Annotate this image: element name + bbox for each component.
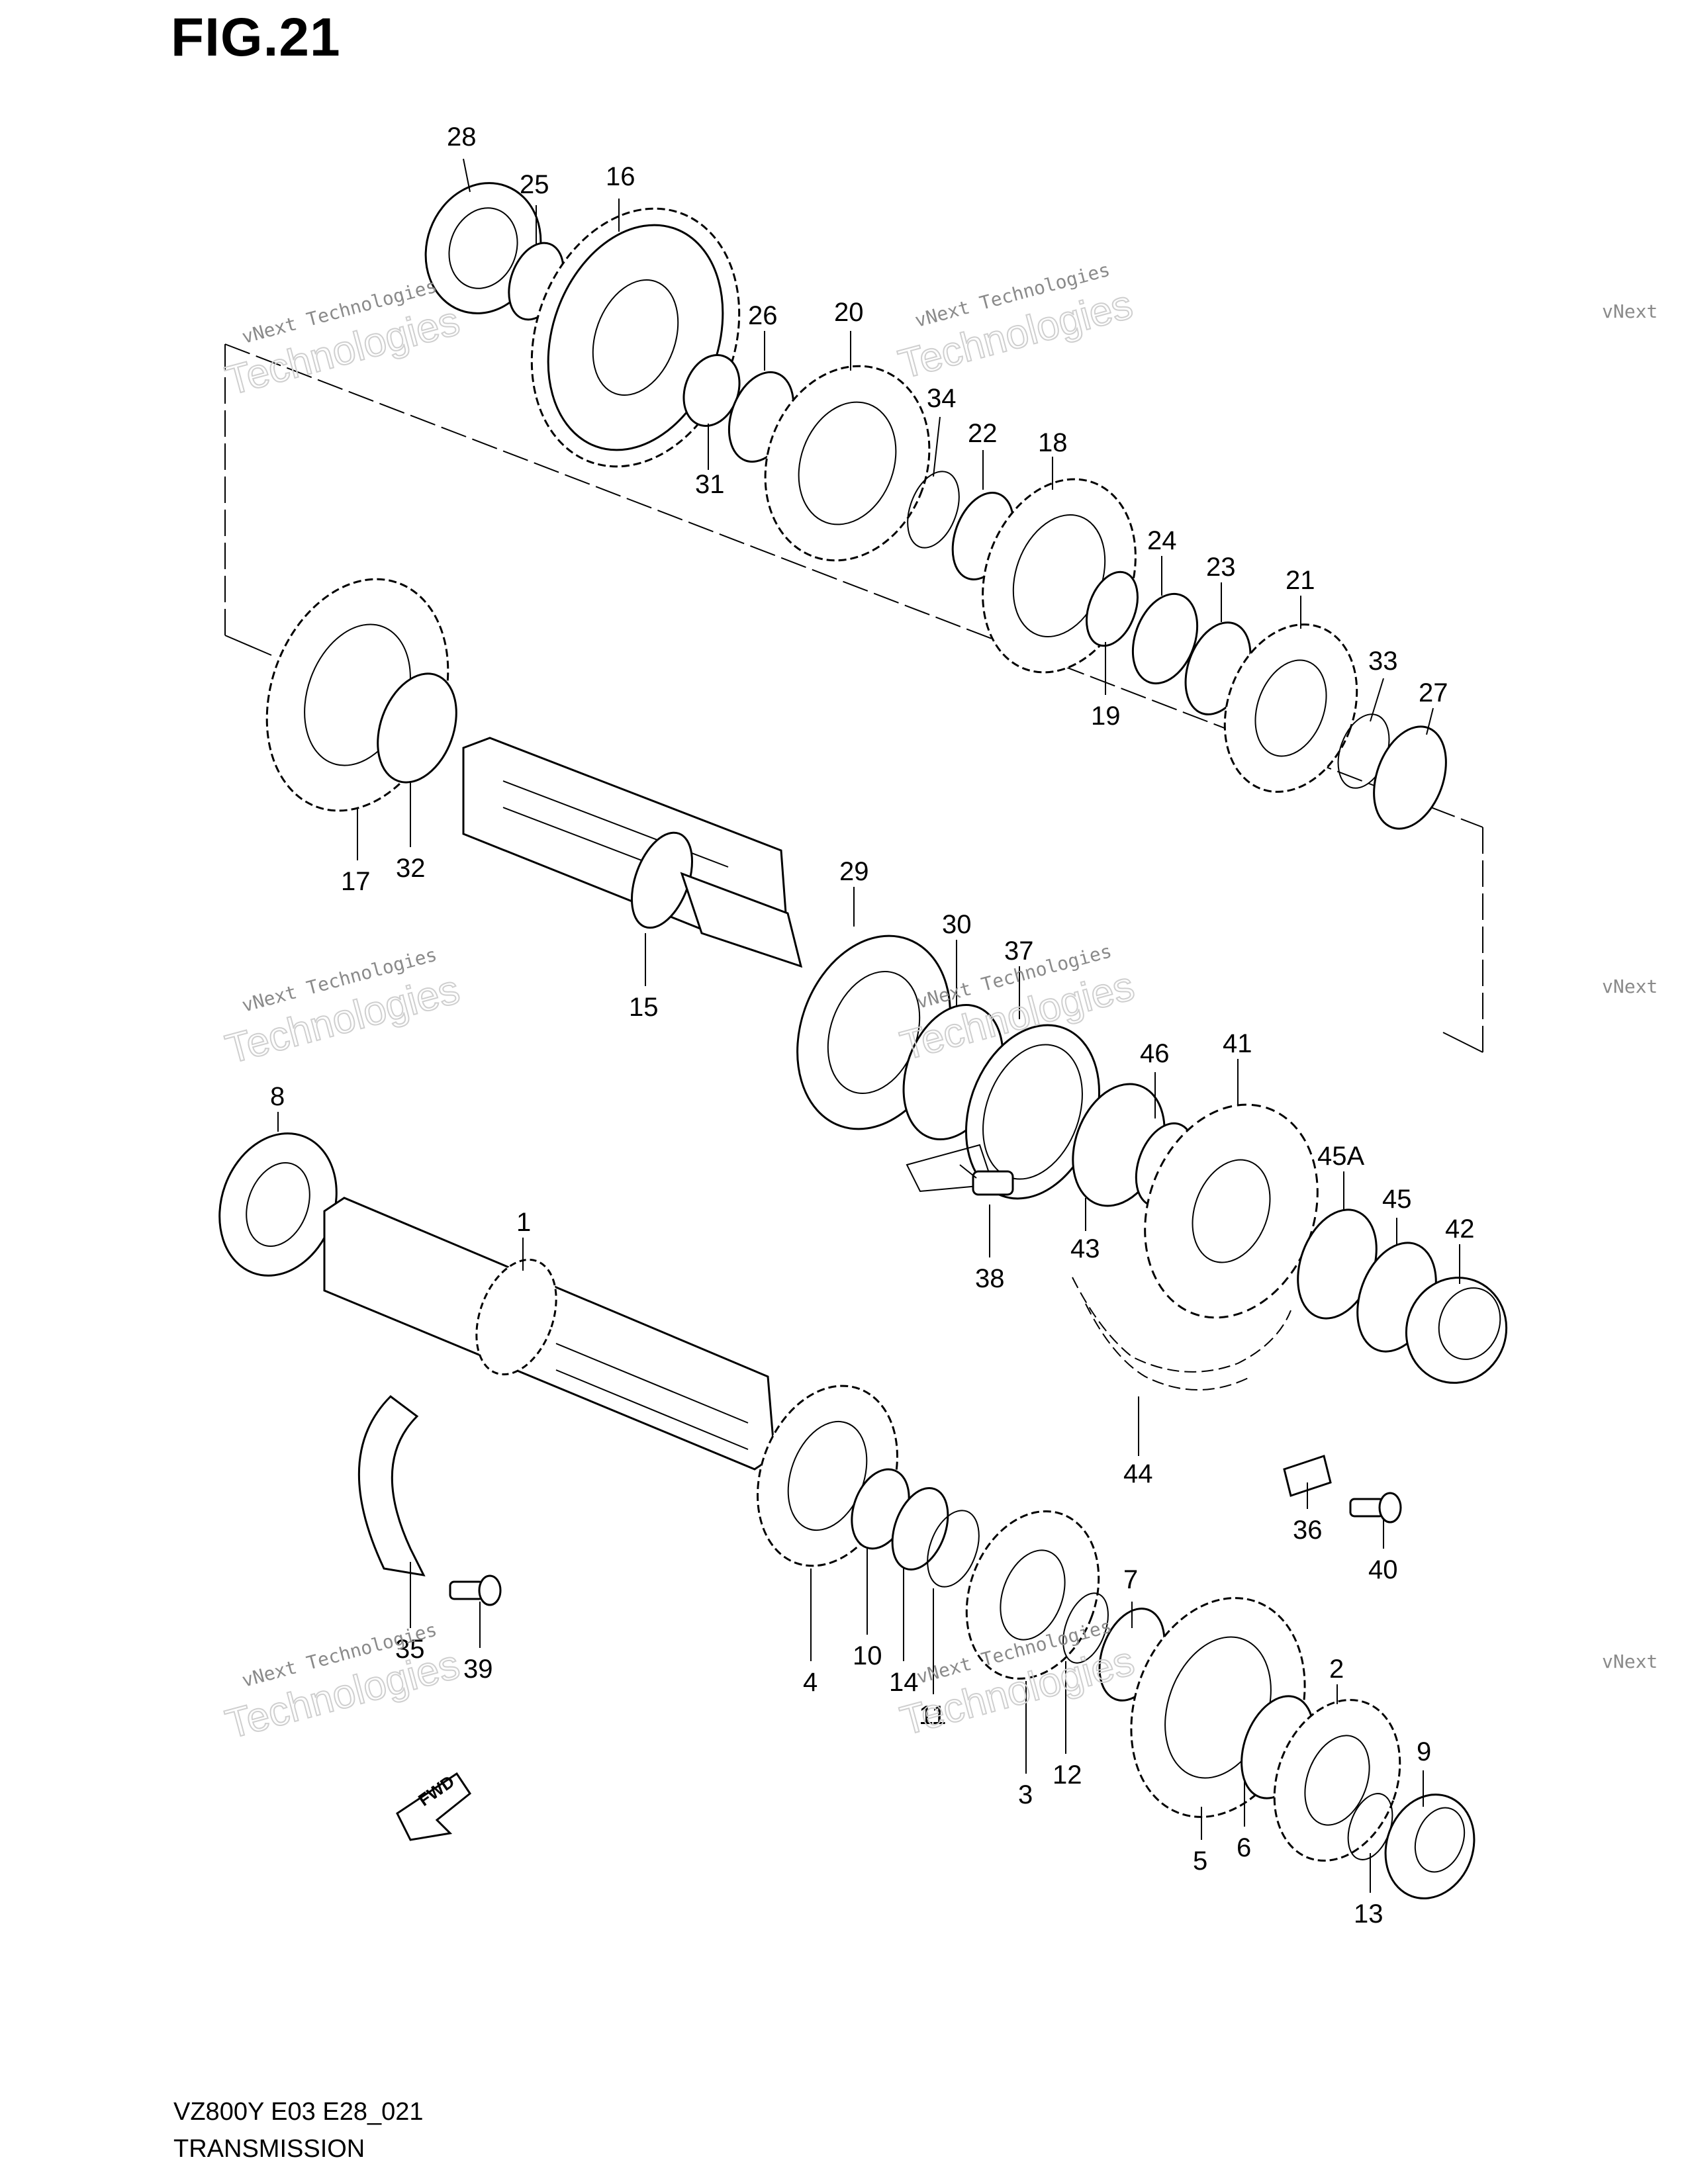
callout-45: 45: [1382, 1185, 1412, 1214]
watermark-corner: vNext: [1602, 300, 1658, 322]
callout-10: 10: [853, 1641, 882, 1670]
callout-14: 14: [889, 1668, 919, 1697]
gear-2: [1273, 1699, 1401, 1862]
driveshaft-1: [323, 1197, 776, 1471]
callout-7: 7: [1123, 1565, 1138, 1594]
callout-41: 41: [1223, 1029, 1252, 1058]
callout-5: 5: [1193, 1846, 1207, 1876]
countershaft-15: [462, 737, 803, 968]
callout-8: 8: [270, 1082, 285, 1111]
callout-1: 1: [516, 1208, 531, 1237]
countershaft-assembly: [265, 578, 803, 968]
footer-model-code: VZ800Y E03 E28_021: [173, 2098, 424, 2126]
chain-44: [1072, 1277, 1291, 1390]
nut-42: [1405, 1277, 1508, 1384]
callout-4: 4: [803, 1668, 818, 1697]
assembly-guide-lines: [224, 343, 1483, 1053]
callout-39: 39: [463, 1655, 493, 1684]
callout-38: 38: [975, 1264, 1005, 1293]
callout-31: 31: [695, 470, 725, 499]
callout-2: 2: [1329, 1655, 1344, 1684]
callout-34: 34: [927, 384, 957, 413]
bolt-38: [959, 1164, 1014, 1196]
callout-16: 16: [606, 162, 635, 191]
callout-9: 9: [1417, 1737, 1431, 1766]
callout-30: 30: [942, 910, 972, 939]
screw-40: [1349, 1492, 1402, 1524]
callout-36: 36: [1293, 1516, 1323, 1545]
callout-23: 23: [1206, 553, 1236, 582]
lower-shaft-assembly: [218, 1132, 1476, 1899]
bushing-19: [1086, 570, 1139, 647]
circlip-11: [927, 1510, 980, 1588]
callout-26: 26: [748, 301, 778, 330]
callout-24: 24: [1147, 526, 1177, 555]
callout-28: 28: [447, 122, 477, 152]
callout-13: 13: [1354, 1899, 1383, 1929]
callout-40: 40: [1368, 1555, 1398, 1584]
callout-46: 46: [1140, 1039, 1170, 1068]
screw-39: [449, 1574, 502, 1606]
washer-14: [891, 1486, 949, 1571]
callout-11: 11: [919, 1701, 947, 1730]
callout-19: 19: [1091, 702, 1121, 731]
callout-42: 42: [1445, 1214, 1475, 1244]
stopper-36: [1283, 1455, 1332, 1497]
callout-12: 12: [1053, 1760, 1082, 1790]
callout-44: 44: [1123, 1459, 1153, 1488]
callout-21: 21: [1286, 566, 1315, 595]
callout-37: 37: [1004, 936, 1034, 966]
washer-27: [1373, 725, 1447, 830]
callout-18: 18: [1038, 428, 1068, 457]
bearing-9: [1384, 1794, 1476, 1899]
gear-3: [965, 1510, 1100, 1680]
callout-33: 33: [1368, 647, 1398, 676]
leader-lines: [277, 158, 1460, 1893]
gear-21: [1223, 623, 1358, 793]
callout-25: 25: [520, 170, 549, 199]
footer-section-name: TRANSMISSION: [173, 2135, 365, 2163]
callout-17: 17: [341, 867, 371, 896]
callout-labels: 28 25 16 26 20 31 34 22 18 24 23 21 19 3…: [270, 122, 1475, 1929]
callout-20: 20: [834, 298, 864, 327]
figure-title: FIG.21: [171, 7, 341, 68]
callout-45a: 45A: [1317, 1142, 1364, 1171]
watermark-corner: vNext: [1602, 976, 1658, 997]
callout-3: 3: [1018, 1780, 1033, 1809]
callout-27: 27: [1419, 678, 1448, 707]
gear-20: [764, 365, 931, 562]
circlip-12: [1062, 1592, 1109, 1664]
fwd-arrow-icon: FWD: [396, 1771, 472, 1841]
bearing-8: [218, 1132, 338, 1277]
bushing-32: [377, 672, 457, 784]
callout-43: 43: [1070, 1234, 1100, 1263]
callout-35: 35: [395, 1635, 425, 1664]
callout-22: 22: [968, 419, 998, 448]
callout-6: 6: [1237, 1833, 1251, 1862]
upper-gear-train: [424, 182, 1447, 830]
drive-sprocket-assembly: [796, 934, 1508, 1390]
watermark-corner: vNext: [1602, 1651, 1658, 1672]
circlip-34: [907, 471, 960, 549]
callout-32: 32: [396, 854, 426, 883]
callout-15: 15: [629, 993, 659, 1022]
callout-29: 29: [839, 857, 869, 886]
stopper-35: [357, 1395, 426, 1576]
